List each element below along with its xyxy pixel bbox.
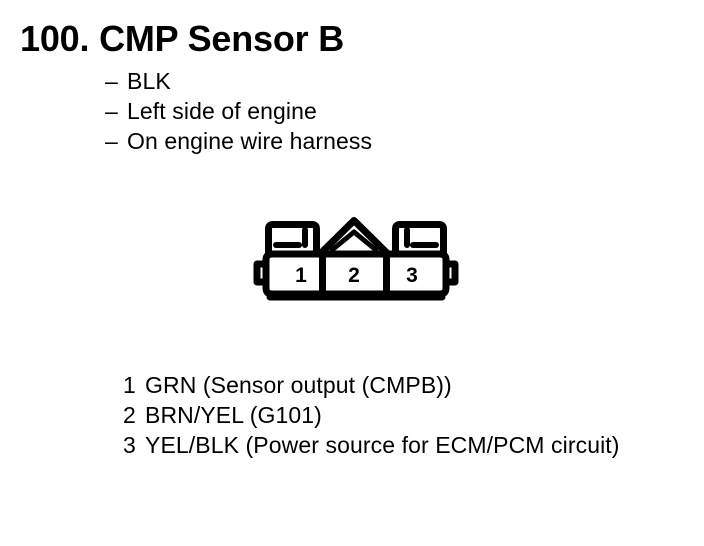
pin-number-2: 2 (348, 264, 360, 287)
pin-number: 2 (123, 402, 136, 428)
center-peak-inner (329, 229, 379, 253)
detail-text: On engine wire harness (127, 128, 373, 154)
pin-number: 1 (123, 372, 136, 398)
center-peak-outline (316, 217, 392, 258)
list-item: 1 GRN (Sensor output (CMPB)) (123, 370, 620, 400)
left-lock-notch (253, 260, 270, 286)
right-tab-outline (392, 221, 447, 256)
list-item: –BLK (105, 66, 372, 96)
dash-marker: – (105, 68, 118, 94)
dash-marker: – (105, 98, 118, 124)
list-item: –Left side of engine (105, 96, 372, 126)
pinout-list: 1 GRN (Sensor output (CMPB)) 2 BRN/YEL (G1… (123, 370, 620, 460)
connector-svg: 1 2 3 (253, 217, 459, 301)
left-tab-outline (265, 221, 320, 256)
pin-description: BRN/YEL (G101) (145, 402, 322, 428)
list-item: 3 YEL/BLK (Power source for ECM/PCM circu… (123, 430, 620, 460)
pin-description: GRN (Sensor output (CMPB)) (145, 372, 452, 398)
list-item: –On engine wire harness (105, 126, 372, 156)
list-item: 2 BRN/YEL (G101) (123, 400, 620, 430)
dash-marker: – (105, 128, 118, 154)
detail-text: Left side of engine (127, 98, 317, 124)
pin-number-1: 1 (295, 264, 307, 287)
right-lock-notch (442, 260, 459, 286)
pin-number: 3 (123, 432, 136, 458)
detail-list: –BLK –Left side of engine –On engine wir… (105, 66, 372, 156)
pin-description: YEL/BLK (Power source for ECM/PCM circui… (145, 432, 620, 458)
pin-number-3: 3 (406, 264, 418, 287)
page-title: 100. CMP Sensor B (20, 18, 345, 59)
detail-text: BLK (127, 68, 171, 94)
connector-diagram: 1 2 3 (250, 212, 462, 308)
